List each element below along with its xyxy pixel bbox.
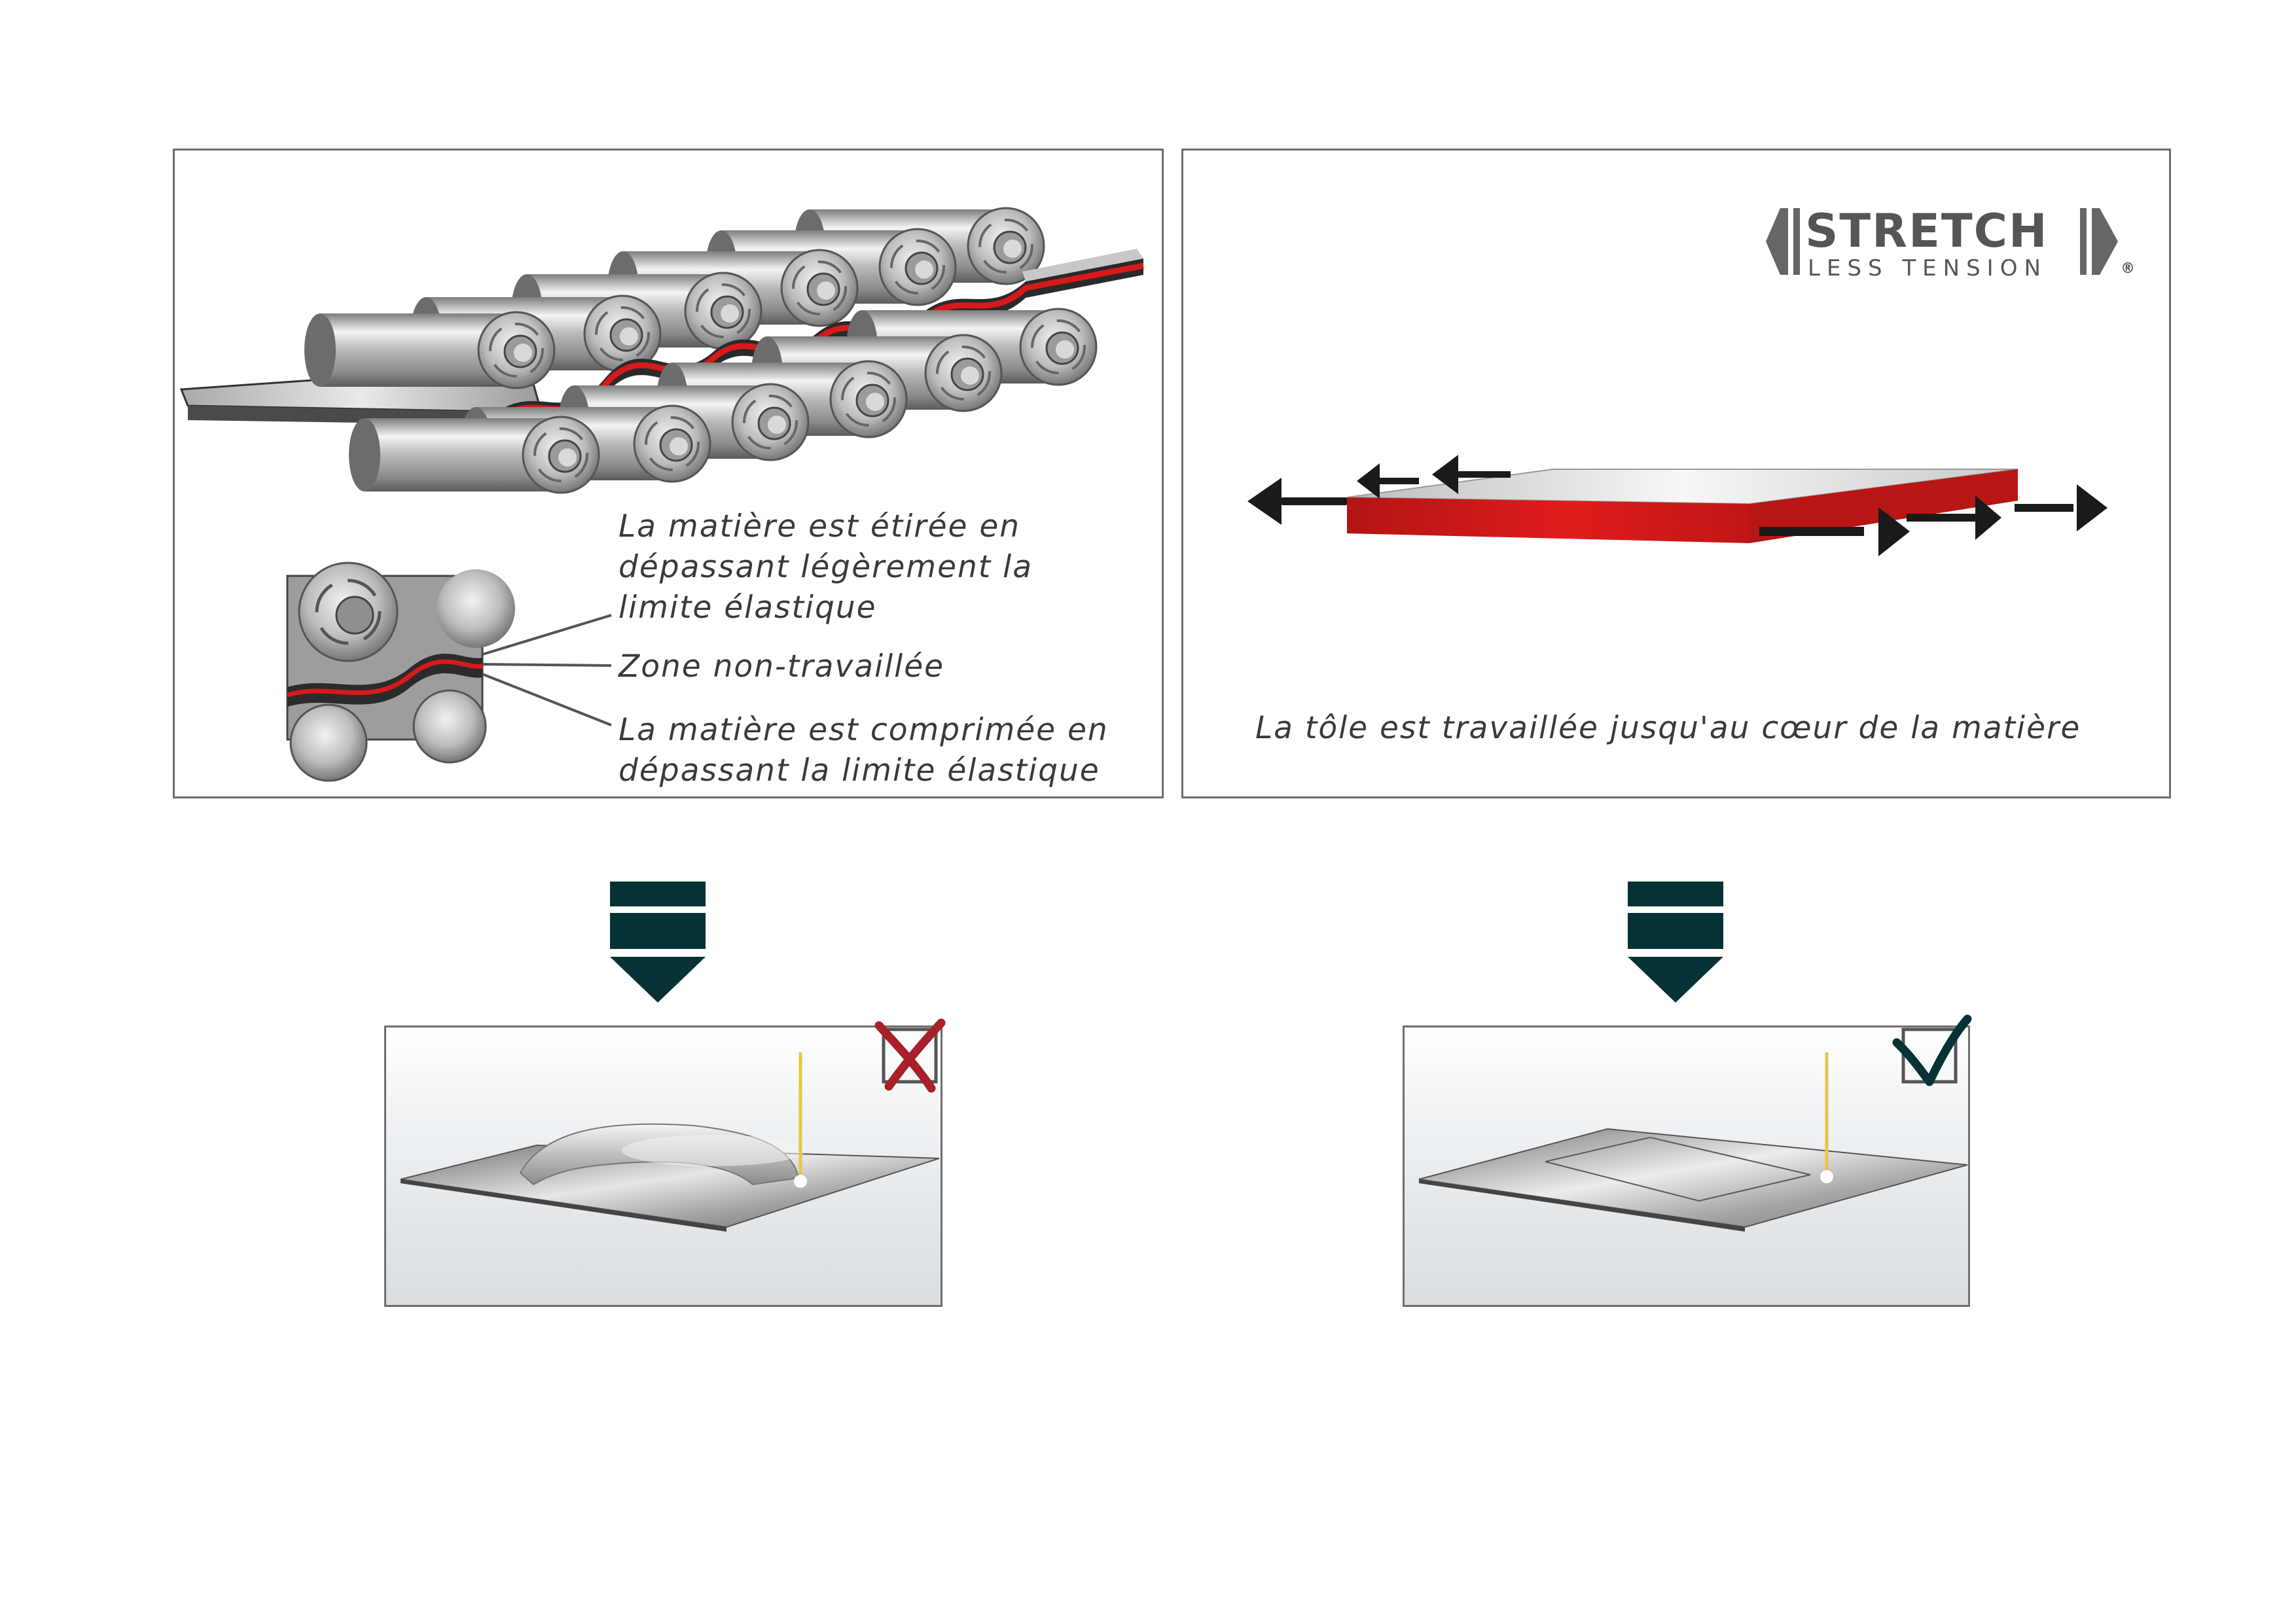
- left-pull-arrows: [1247, 455, 1511, 525]
- right-pull-arrows: [1759, 484, 2108, 556]
- sheet-front-face: [1347, 497, 1749, 543]
- logo-registered-mark: ®: [2121, 260, 2135, 277]
- stretched-label: La matière est étirée en dépassant légèr…: [619, 507, 1033, 628]
- stretch-panel: STRETCH LESS TENSION ®: [1181, 149, 2171, 798]
- result-deformed: [384, 1018, 946, 1307]
- stretch-logo: STRETCH LESS TENSION ®: [1766, 203, 2139, 281]
- result-flat: [1403, 1014, 1972, 1307]
- compressed-label-line-1: La matière est comprimée en: [619, 712, 1109, 748]
- logo-main: STRETCH: [1805, 204, 2049, 258]
- logo-bracket-graphic: [1766, 208, 2118, 275]
- flat-sheet-illustration: [1418, 1052, 1968, 1232]
- compressed-label-line-2: dépassant la limite élastique: [619, 753, 1100, 789]
- check-icon: [1892, 1014, 1972, 1086]
- left-down-arrow-icon: [610, 882, 706, 1003]
- right-down-arrow-icon: [1628, 882, 1723, 1003]
- logo-sub: LESS TENSION: [1808, 255, 2047, 281]
- roller-leveler-panel: La matière est étirée en dépassant légèr…: [173, 149, 1164, 798]
- roller-leveler-illustration: [179, 207, 1144, 782]
- stretched-sheet-illustration: [1247, 455, 2108, 556]
- stretched-label-line-2: dépassant légèrement la: [619, 549, 1033, 585]
- untreated-zone-label: Zone non-travaillée: [619, 649, 945, 685]
- leader-lines: [482, 614, 612, 726]
- stretched-label-line-1: La matière est étirée en: [619, 508, 1021, 544]
- cross-icon: [874, 1018, 946, 1093]
- stretch-caption: La tôle est travaillée jusqu'au cœur de …: [1255, 710, 2081, 746]
- compressed-label: La matière est comprimée en dépassant la…: [619, 710, 1109, 791]
- detail-inset: [286, 562, 515, 782]
- stretched-label-line-3: limite élastique: [619, 590, 877, 626]
- deformed-sheet-illustration: [400, 1052, 940, 1232]
- sheet-side-face: [1749, 469, 2018, 543]
